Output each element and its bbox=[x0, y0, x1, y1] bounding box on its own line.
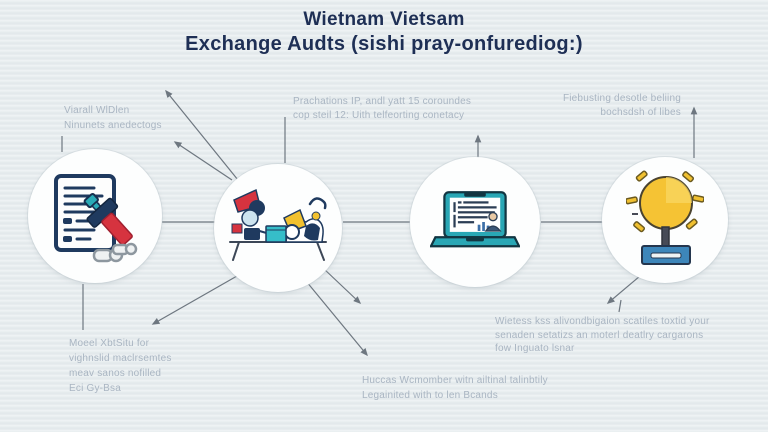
page-title: Wietnam Vietsam Exchange Audts (sishi pr… bbox=[0, 8, 768, 57]
annotation-line: Prachations IP, andl yatt 15 coroundes bbox=[293, 96, 472, 107]
title-line-1: Wietnam Vietsam bbox=[303, 9, 465, 30]
annotation-line: Moeel XbtSitu for bbox=[69, 338, 150, 349]
annotation-line: Wietess kss alivondbigaion scatiles toxt… bbox=[495, 316, 710, 327]
arrow-node2-downright-1 bbox=[322, 267, 362, 305]
annotation-line: Eci Gy-Bsa bbox=[69, 383, 122, 394]
arrow-node2-downright-2 bbox=[305, 280, 368, 357]
annotation-line: cop steil 12: Uith telfeorting conetacy bbox=[293, 110, 465, 121]
annotation-bottom-right: Wietess kss alivondbigaion scatiles toxt… bbox=[495, 315, 710, 356]
annotation-line: vighnslid maclrsemtes bbox=[69, 353, 172, 364]
title-line-2: Exchange Audts (sishi pray-onfurediog:) bbox=[185, 33, 583, 55]
arrow-node2-upleft-2 bbox=[173, 141, 233, 181]
annotation-line: Ninunets anedectogs bbox=[64, 120, 162, 131]
arrow-node2-upleft-1 bbox=[165, 89, 239, 181]
meeting-discussion-icon bbox=[229, 188, 327, 261]
annotation-line: Fiebusting desotle beliing bbox=[562, 93, 681, 104]
arrow-node4-downleft bbox=[606, 275, 641, 304]
annotation-bottom-left: Moeel XbtSitu for vighnslid maclrsemtes … bbox=[69, 336, 172, 396]
annotation-bottom-center: Huccas Wcmomber witn ailtinal talinbtily… bbox=[362, 373, 548, 403]
annotation-line: Viarall WlDlen bbox=[64, 105, 130, 116]
annotation-line: bochsdsh of libes bbox=[600, 107, 681, 118]
annotation-line: meav sanos nofilled bbox=[69, 368, 162, 379]
annotation-top-center: Prachations IP, andl yatt 15 coroundes c… bbox=[293, 95, 471, 123]
idea-award-icon bbox=[626, 170, 704, 265]
tick-node4-downleft bbox=[618, 299, 622, 313]
annotation-line: fow Inguato lsnar bbox=[495, 343, 575, 354]
annotation-line: Huccas Wcmomber witn ailtinal talinbtily bbox=[362, 375, 548, 386]
document-stamp-icon bbox=[54, 174, 138, 263]
annotation-line: senaden setatizs an moterl deatlry carga… bbox=[495, 329, 704, 341]
laptop-report-icon bbox=[430, 191, 520, 248]
annotation-line: Legainited with to len Bcands bbox=[362, 390, 498, 401]
annotation-top-left: Viarall WlDlen Ninunets anedectogs bbox=[64, 103, 162, 133]
arrow-node2-downleft bbox=[151, 271, 245, 325]
annotation-top-right: Fiebusting desotle beliing bochsdsh of l… bbox=[480, 92, 681, 120]
